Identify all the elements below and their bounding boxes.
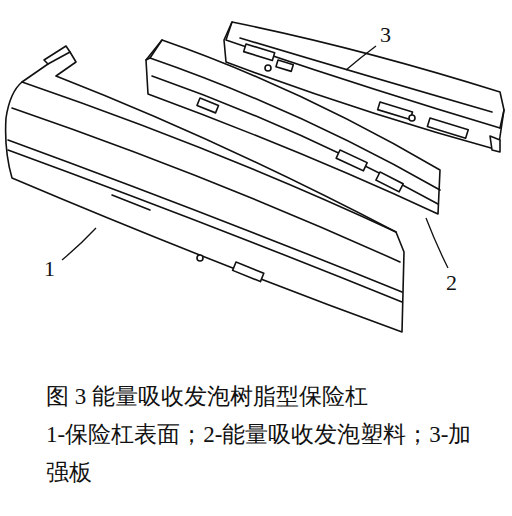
bumper-surface: [6, 46, 404, 332]
callout-number: 3: [380, 24, 391, 46]
figure-caption: 图 3 能量吸收发泡树脂型保险杠: [46, 378, 368, 416]
callout-number: 1: [44, 258, 55, 280]
leader-lines: [62, 46, 448, 268]
caption-key: 1-保险杠表面；2-能量吸收发泡塑料；3-加强板: [46, 416, 486, 492]
callout-number: 2: [446, 272, 457, 294]
